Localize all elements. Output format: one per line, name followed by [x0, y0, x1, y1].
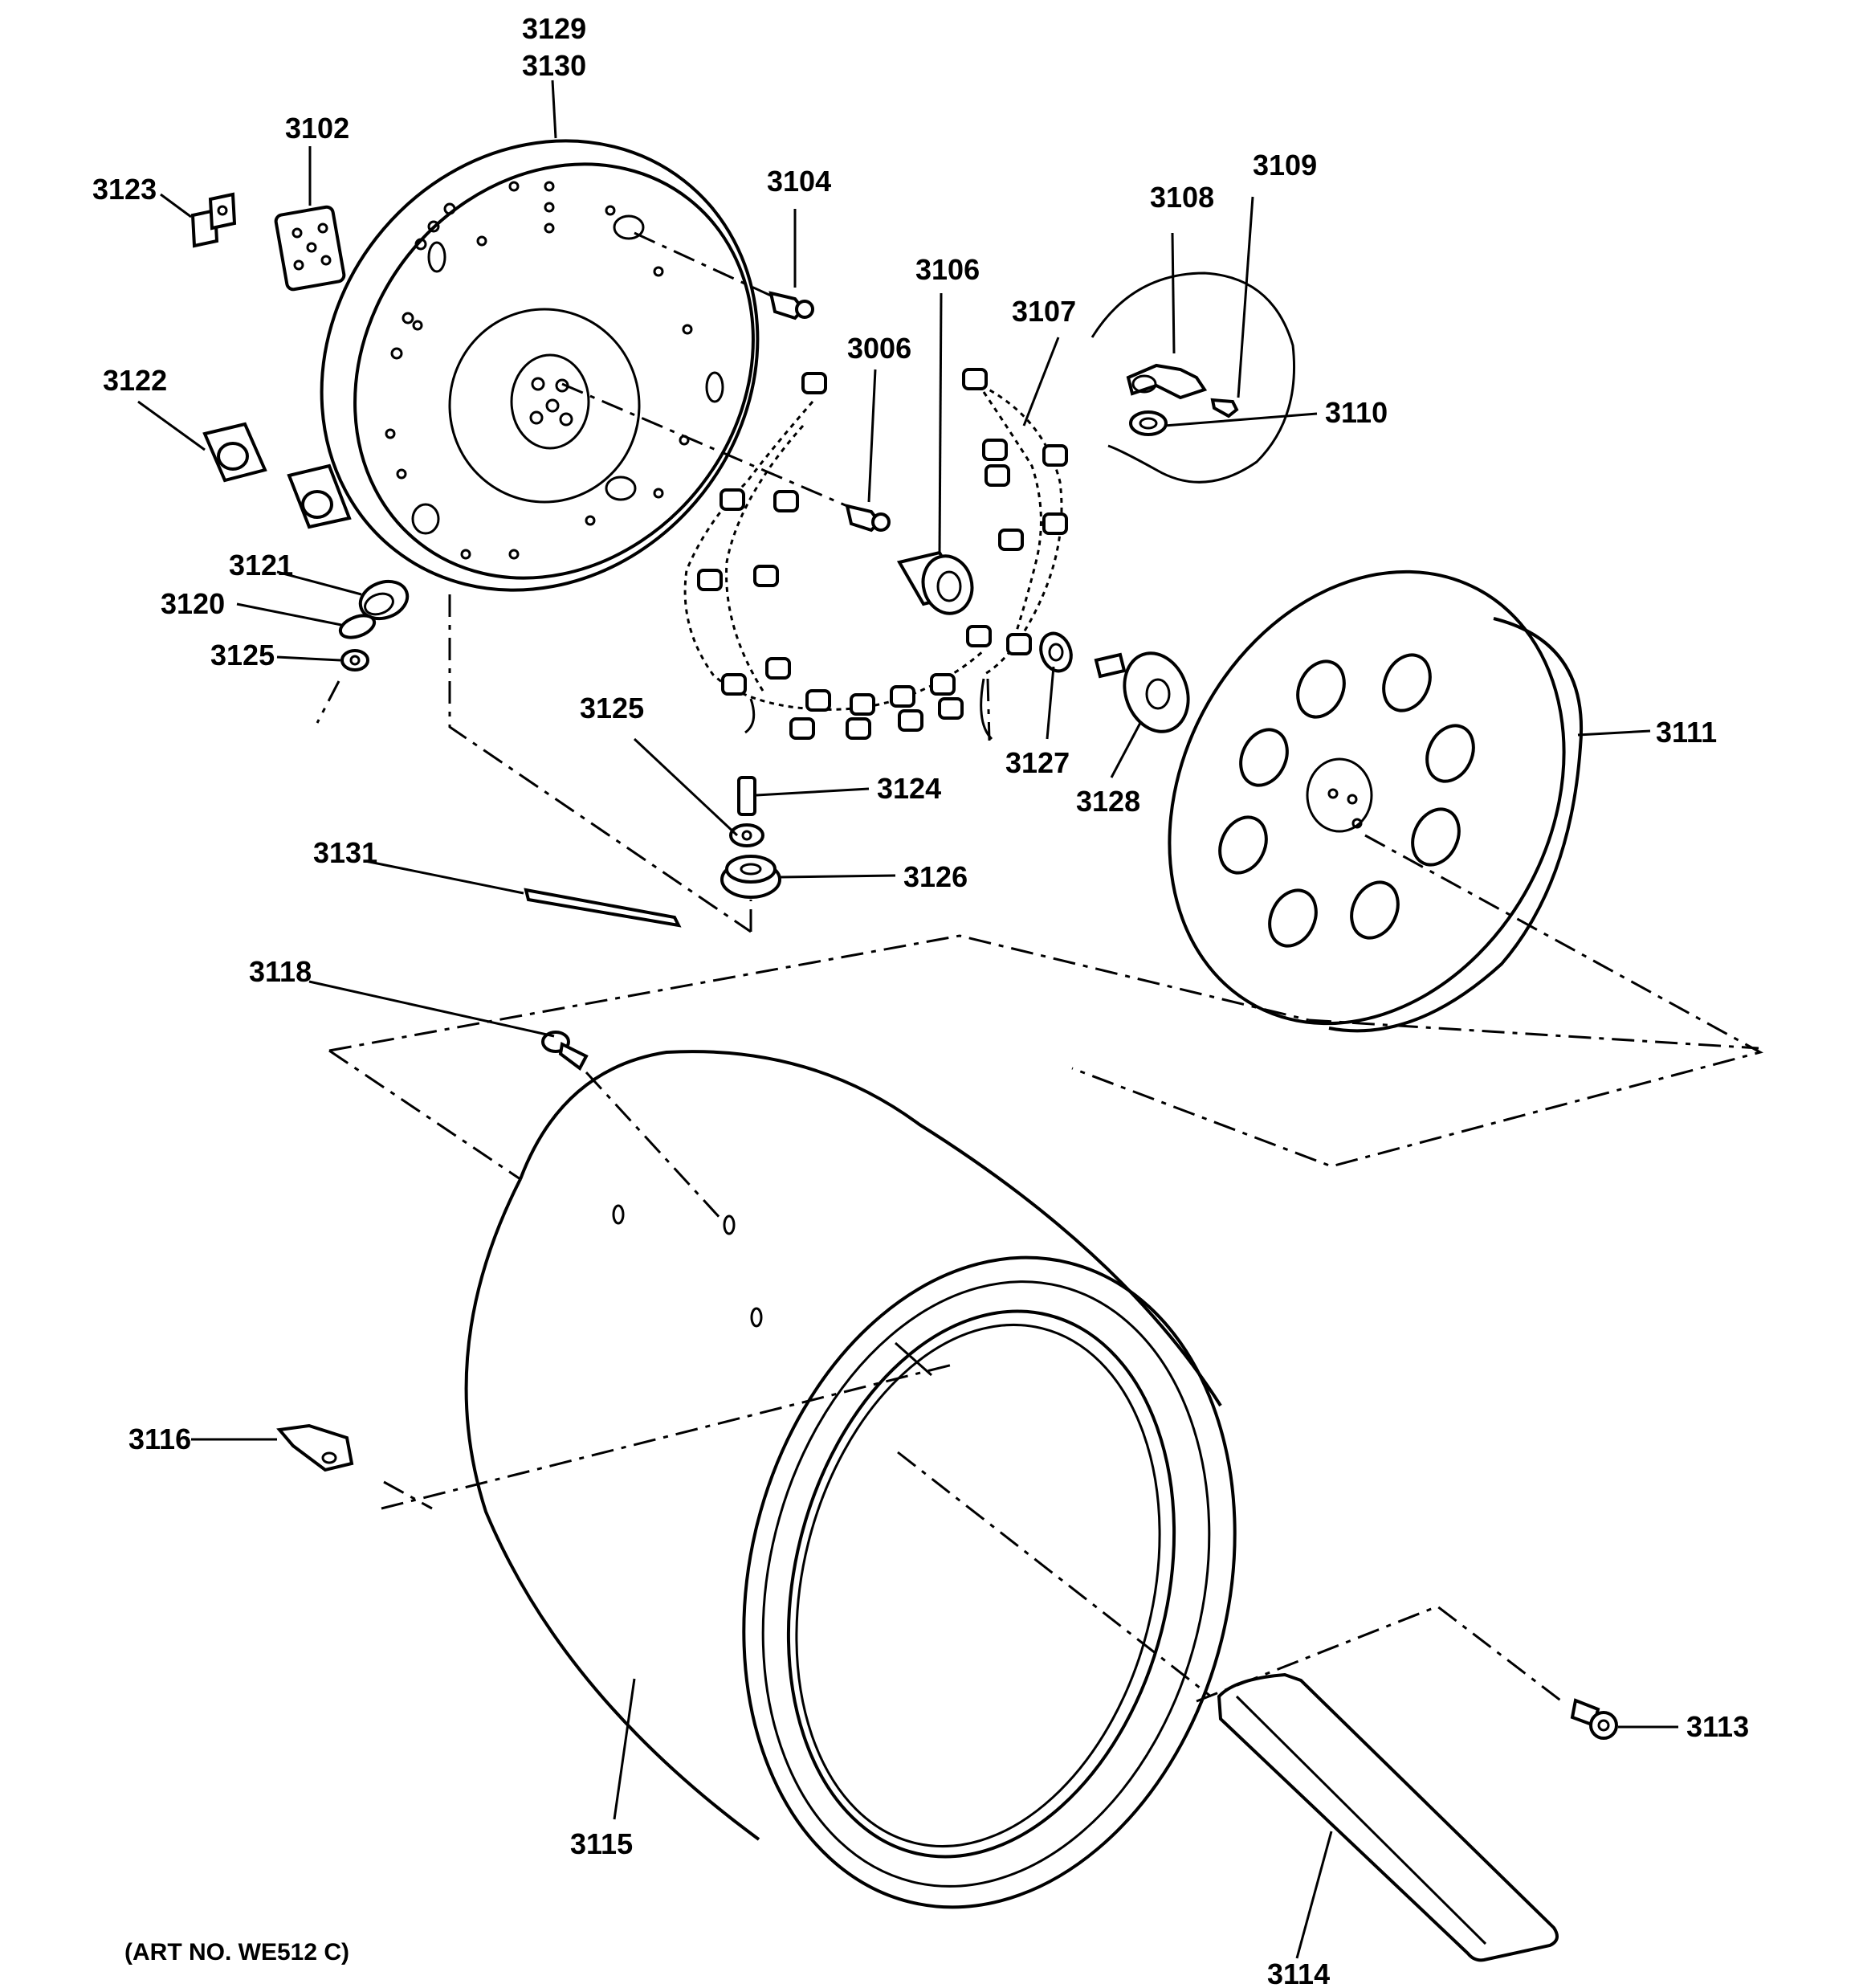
heater-coil-assembly: [683, 368, 1068, 741]
label-3127: 3127: [1005, 746, 1070, 779]
label-3111: 3111: [1656, 716, 1717, 749]
label-3110: 3110: [1325, 396, 1388, 429]
part-3110-nut: [1129, 410, 1168, 436]
label-3102: 3102: [285, 112, 349, 145]
part-3122-switch: [202, 422, 267, 483]
rear-bulkhead: [320, 139, 760, 592]
part-3116-clip: [276, 1423, 354, 1472]
label-3129: 3129: [522, 12, 586, 45]
part-3121-bearing: [358, 579, 410, 621]
part-3123-clip: [190, 192, 237, 248]
label-3121: 3121: [229, 549, 293, 582]
label-3107: 3107: [1012, 295, 1076, 328]
label-3125-left: 3125: [210, 639, 275, 672]
part-3124-bolt: [737, 776, 756, 816]
label-3118: 3118: [249, 955, 312, 988]
part-3128-shaft: [1094, 651, 1190, 733]
part-3109-screw: [1210, 398, 1239, 418]
label-3126: 3126: [903, 860, 968, 893]
part-3108-bracket: [1126, 363, 1208, 400]
part-3126-roller: [720, 855, 781, 899]
part-labels: 3129 3130 3102 3123 3104 3109 3108 3106 …: [92, 12, 1749, 1988]
label-3109: 3109: [1253, 149, 1317, 182]
part-3125-nut-center: [729, 823, 764, 847]
art-number: (ART NO. WE512 C): [124, 1939, 349, 1966]
part-3106-bushing: [896, 550, 974, 615]
label-3115: 3115: [570, 1827, 633, 1860]
part-3104-screw: [768, 291, 814, 320]
label-3114: 3114: [1267, 1957, 1330, 1988]
part-3118-screw: [541, 1031, 589, 1071]
part-3120-washer: [338, 614, 377, 639]
label-3122: 3122: [103, 364, 167, 397]
label-3108: 3108: [1150, 181, 1214, 214]
label-3128: 3128: [1076, 785, 1140, 818]
part-3006-screw: [845, 504, 891, 533]
label-3125-center: 3125: [580, 692, 644, 725]
part-bracket: [287, 463, 352, 529]
part-3131-pin: [524, 888, 682, 928]
leader-lines: [137, 80, 1678, 1959]
baffle: [1217, 1672, 1559, 1962]
drum-cylinder: [464, 1050, 1237, 1909]
assembly-lines: [316, 231, 1764, 1706]
label-3113: 3113: [1686, 1710, 1749, 1743]
part-3127-washer: [1039, 631, 1073, 673]
label-3106: 3106: [915, 253, 980, 286]
part-3125-nut-left: [340, 649, 369, 672]
drum-rear-disc: [1168, 569, 1583, 1033]
label-3130: 3130: [522, 49, 586, 82]
label-3116: 3116: [128, 1423, 191, 1455]
label-3120: 3120: [161, 587, 225, 620]
label-3131: 3131: [313, 836, 377, 869]
label-3123: 3123: [92, 173, 157, 206]
part-3102-pad: [274, 205, 346, 292]
label-3124: 3124: [877, 772, 941, 805]
label-3006: 3006: [847, 332, 911, 365]
label-3104: 3104: [767, 165, 831, 198]
part-3113-screw: [1570, 1698, 1618, 1740]
